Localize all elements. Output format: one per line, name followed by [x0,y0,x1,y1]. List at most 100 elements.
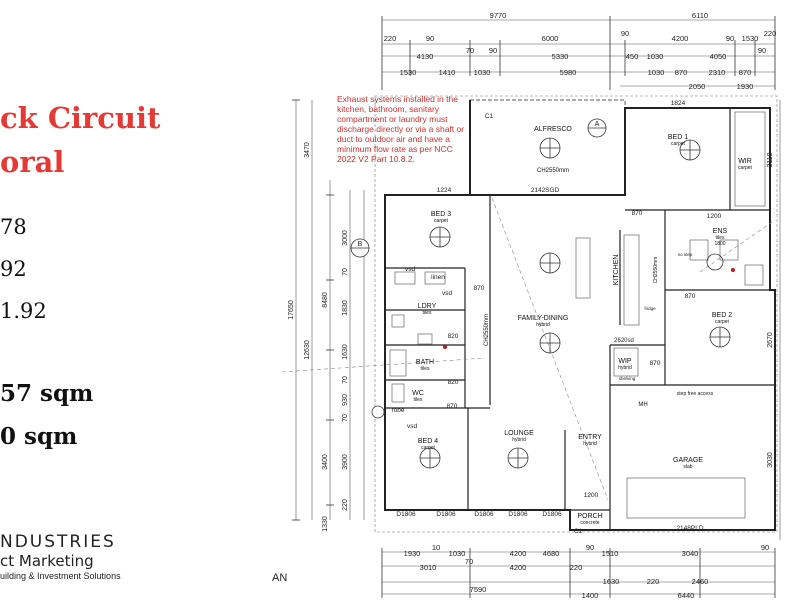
dim-left-1330: 1330 [322,516,329,532]
room-wip: WIP [618,358,632,365]
door-820-b: 820 [448,333,459,340]
internal-walls [385,99,775,530]
door-870-d: 870 [650,360,661,367]
dim-bottom-1930: 1930 [404,549,421,558]
room-wir: WIR [738,158,752,165]
door-870-a: 870 [632,210,643,217]
dim-top-220a: 220 [384,34,397,43]
room-laundry: LDRY [418,303,437,310]
window-1224: 1224 [437,187,452,194]
room-lounge: LOUNGE [504,430,534,437]
no-step-label: no step [678,252,693,257]
company-logo: NDUSTRIES ct Marketing uilding & Investm… [0,532,180,582]
dim-top-5980: 5980 [560,68,577,77]
dim-bottom-2460: 2460 [692,577,709,586]
door-2142sgd: 2142SGD [531,187,560,194]
floor-lounge: hybrid [512,437,526,443]
dim-left-1830: 1830 [342,300,349,316]
ceiling-height-kitchen: CH2550mm [653,257,659,284]
headline-line-1: ck Circuit [0,101,161,135]
column-c1-a: C1 [485,113,494,120]
shelving-label: shelving [619,376,636,381]
dim-top-4130: 4130 [417,52,434,61]
dim-bottom-1510: 1510 [602,549,619,558]
logo-line-1: NDUSTRIES [0,532,116,552]
dim-top-450: 450 [626,52,639,61]
dim-top-6110: 6110 [692,11,708,20]
sliding-door-vsd-c: vsd [407,423,418,430]
room-family-dining: FAMILY-DINING [518,315,569,322]
floor-family-dining: hybrid [536,322,550,328]
room-bath: BATH [416,359,434,366]
window-d1806-b: D1806 [436,511,456,518]
room-alfresco: ALFRESCO [534,126,572,133]
sliding-door-vsd-a: vsd [405,266,416,273]
floor-plan: 9770 6110 220 90 6000 90 4200 90 1530 22… [270,0,800,600]
window-1200-b: 1200 [584,492,599,499]
dim-left-3000: 3000 [342,230,349,246]
room-ens: ENS [713,228,728,235]
dim-bottom-3010: 3010 [420,563,437,572]
dim-bottom-3040: 3040 [682,549,699,558]
ceiling-height-alfresco: CH2550mm [537,168,569,174]
dim-left-3470: 3470 [304,142,311,158]
dim-left-930: 930 [342,394,349,406]
dim-top-1030c: 1030 [648,68,665,77]
property-headline: ck Circuit oral [0,96,160,184]
dim-top-220b: 220 [764,29,777,38]
dim-left-8480: 8480 [322,292,329,308]
dimension-lines [295,19,781,595]
dim-top-6000: 6000 [542,34,559,43]
section-markers [350,118,607,419]
dim-top-90d: 90 [489,46,497,55]
floor-wir: carpet [738,165,753,171]
floor-porch: concrete [580,520,599,526]
robe-label: robe [391,407,404,414]
dim-left-70b: 70 [342,376,349,384]
window-1200-a: 1200 [707,213,722,220]
room-bed-3: BED 3 [431,211,451,218]
dim-right-2670: 2670 [767,332,774,348]
dim-left-17650: 17650 [288,300,295,320]
dim-top-2050: 2050 [689,82,706,91]
dim-bottom-1400: 1400 [582,591,599,600]
linen-label: linen [431,274,445,281]
dim-top-870a: 870 [675,68,688,77]
stat-value-2: 92 [0,257,27,281]
floor-bed-2: carpet [715,319,730,325]
floor-bed-1: carpet [671,141,686,147]
floor-garage: slab [683,464,692,470]
dim-bottom-90b: 90 [761,543,769,552]
dim-top-90c: 90 [726,34,734,43]
dim-top-1030a: 1030 [647,52,664,61]
corner-label: AN [272,572,288,584]
dim-top-9770: 9770 [490,11,507,20]
exhaust-markers [443,268,735,349]
vertical-dimension-text: 17650 3470 12630 8480 3400 1330 3000 70 … [288,142,774,532]
room-bed-4: BED 4 [418,438,438,445]
dim-bottom-220b: 220 [647,577,660,586]
dim-top-4200: 4200 [672,34,689,43]
door-820-a: 820 [448,379,459,386]
stat-value-1: 78 [0,215,27,239]
dim-top-90b: 90 [621,29,629,38]
dim-top-5330: 5330 [552,52,569,61]
room-bed-2: BED 2 [712,312,732,319]
room-bed-1: BED 1 [668,134,688,141]
step-free-access: step free access [677,391,714,397]
listing-panel: ck Circuit oral 78 92 1.92 57 sqm 0 sqm … [0,0,280,600]
dim-right-3030: 3030 [767,452,774,468]
dim-bottom-7590: 7590 [470,585,487,594]
door-2620sd: 2620sd [614,338,634,344]
floor-entry: hybrid [583,441,597,447]
floor-wc: tiles [414,397,423,403]
dimension-ticks [292,16,776,598]
dim-top-1530: 1530 [742,34,759,43]
floor-plan-drawing: 9770 6110 220 90 6000 90 4200 90 1530 22… [281,11,781,600]
dim-left-220: 220 [342,499,349,511]
logo-line-2: ct Marketing [0,552,94,570]
area-value-2: 0 sqm [0,423,78,450]
dim-left-12630: 12630 [304,340,311,360]
dimension-text: 9770 6110 220 90 6000 90 4200 90 1530 22… [384,11,777,600]
floor-bath: tiles [421,366,430,372]
